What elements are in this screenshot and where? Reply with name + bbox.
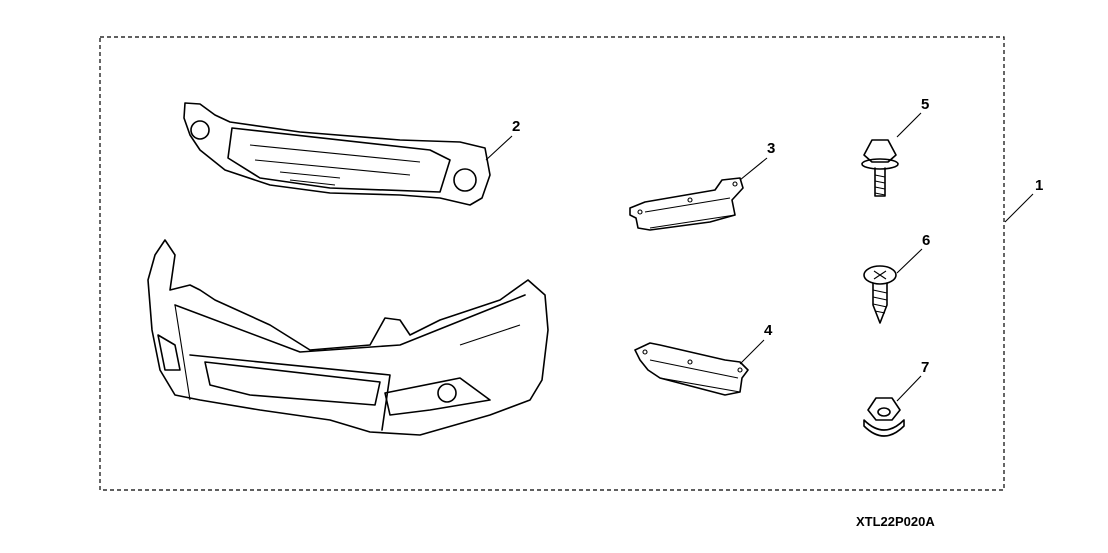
callout-5: 5 — [921, 96, 930, 113]
front-bumper-part — [147, 239, 549, 436]
kit-boundary — [99, 36, 1005, 491]
callout-7: 7 — [921, 359, 930, 376]
diagram-code: XTL22P020A — [856, 514, 935, 529]
grille-part — [183, 102, 491, 206]
bracket-lower-part — [634, 342, 749, 396]
bracket-upper-part — [629, 177, 744, 231]
callout-4: 4 — [764, 322, 773, 339]
tapping-screw-part — [863, 265, 897, 324]
callout-6: 6 — [922, 232, 931, 249]
callout-3: 3 — [767, 140, 776, 157]
callout-1: 1 — [1035, 177, 1044, 194]
flange-nut-part — [863, 397, 905, 437]
flange-bolt-part — [861, 139, 899, 197]
leader-lines — [485, 112, 1034, 402]
callout-2: 2 — [512, 118, 521, 135]
